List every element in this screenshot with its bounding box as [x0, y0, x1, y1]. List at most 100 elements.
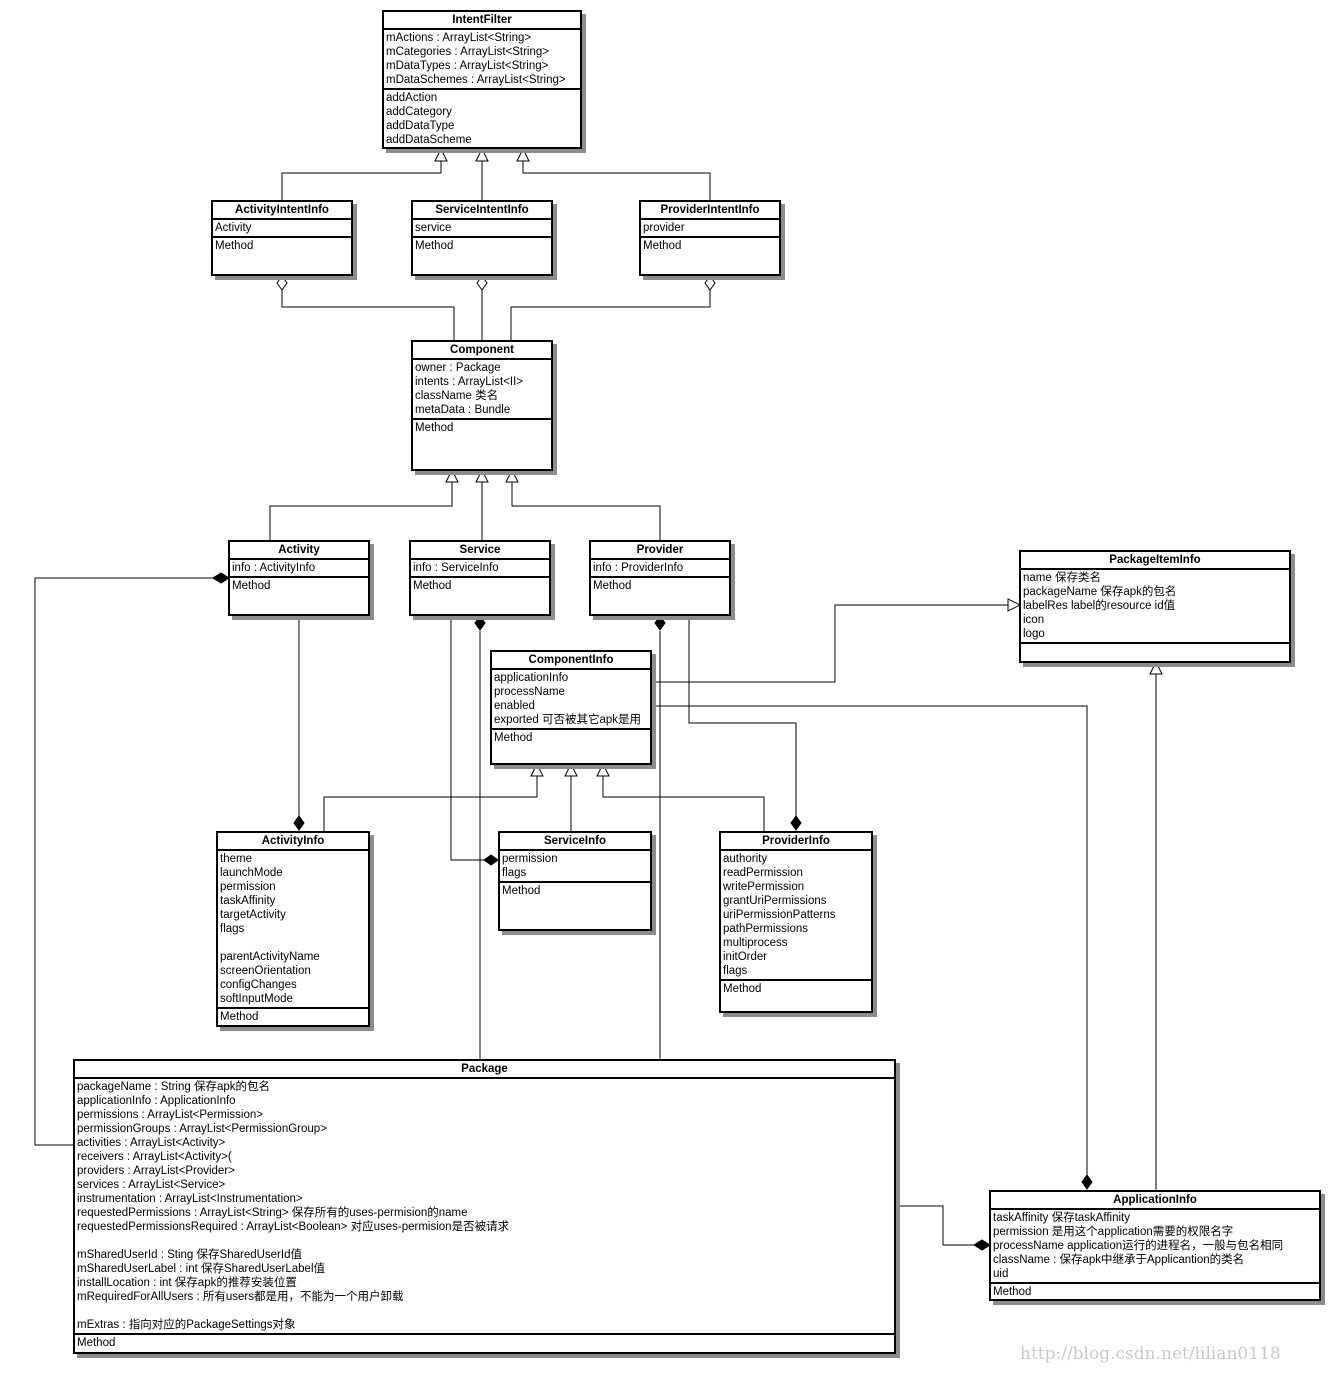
class-provider[interactable]: Provider info : ProviderInfo Method: [589, 540, 731, 616]
line-activityintentinfo-aggregation: [281, 290, 455, 341]
method: Method: [413, 580, 452, 592]
attributes: info : ActivityInfo: [230, 560, 368, 578]
generalization-arrow: [475, 147, 489, 162]
class-component[interactable]: Component owner : Package intents : Arra…: [411, 340, 553, 471]
attribute: targetActivity: [220, 909, 286, 921]
class-packageiteminfo[interactable]: PackageItemInfo name 保存类名 packageName 保存…: [1019, 550, 1291, 663]
line-activity-to-component: [269, 482, 453, 541]
class-name: Component: [413, 342, 551, 360]
method: Method: [723, 983, 762, 995]
attribute: owner : Package: [415, 362, 501, 374]
attribute: mDataSchemes : ArrayList<String>: [386, 74, 566, 86]
class-name: ComponentInfo: [492, 652, 650, 670]
attribute: screenOrientation: [220, 965, 311, 977]
attribute: requestedPermissions : ArrayList<String>…: [77, 1207, 468, 1219]
methods: Method: [413, 420, 551, 436]
class-name: ActivityIntentInfo: [213, 202, 351, 220]
method: Method: [643, 240, 682, 252]
line-providerintentinfo-to-intentfilter: [522, 160, 711, 201]
methods: Method: [75, 1335, 894, 1351]
attribute: authority: [723, 853, 768, 865]
method: addDataScheme: [386, 134, 472, 146]
line-activityinfo-to-componentinfo: [323, 776, 538, 832]
class-providerinfo[interactable]: ProviderInfo authority readPermission wr…: [719, 831, 873, 1013]
attributes: Activity: [213, 220, 351, 238]
attribute: permission: [220, 881, 276, 893]
attribute: initOrder: [723, 951, 768, 963]
generalization-arrow: [434, 147, 448, 162]
method: Method: [415, 422, 454, 434]
attribute: labelRes label的resource id值: [1023, 600, 1176, 612]
attributes: provider: [641, 220, 779, 238]
class-applicationinfo[interactable]: ApplicationInfo taskAffinity 保存taskAffin…: [989, 1190, 1321, 1301]
attribute: multiprocess: [723, 937, 788, 949]
attribute: instrumentation : ArrayList<Instrumentat…: [77, 1193, 303, 1205]
attribute: permission 是用这个application需要的权限名字: [993, 1226, 1234, 1238]
class-package[interactable]: Package packageName : String 保存apk的包名 ap…: [73, 1059, 896, 1354]
attribute: info : ActivityInfo: [232, 562, 316, 574]
attributes: info : ServiceInfo: [411, 560, 549, 578]
class-activityinfo[interactable]: ActivityInfo theme launchMode permission…: [216, 831, 370, 1027]
methods: Method: [218, 1009, 368, 1025]
class-intentfilter[interactable]: IntentFilter mActions : ArrayList<String…: [382, 10, 582, 149]
attribute: exported 可否被其它apk是用: [494, 714, 641, 726]
class-name: Package: [75, 1061, 894, 1079]
attribute: className 类名: [415, 390, 499, 402]
composition-diamond: [474, 615, 486, 631]
attribute: Activity: [215, 222, 252, 234]
attribute: grantUriPermissions: [723, 895, 827, 907]
attribute: taskAffinity 保存taskAffinity: [993, 1212, 1130, 1224]
attributes: theme launchMode permission taskAffinity…: [218, 851, 368, 1009]
method: Method: [502, 885, 541, 897]
line-activityintentinfo-to-intentfilter: [281, 160, 442, 201]
attributes: mActions : ArrayList<String> mCategories…: [384, 30, 580, 90]
class-activityintentinfo[interactable]: ActivityIntentInfo Activity Method: [211, 200, 353, 276]
attribute: softInputMode: [220, 993, 293, 1005]
attribute: intents : ArrayList<II>: [415, 376, 524, 388]
methods: Method: [413, 238, 551, 254]
composition-diamond: [293, 815, 305, 831]
methods: Method: [991, 1284, 1319, 1300]
attribute: mSharedUserId : Sting 保存SharedUserId值: [77, 1249, 302, 1261]
attribute: providers : ArrayList<Provider>: [77, 1165, 235, 1177]
class-componentinfo[interactable]: ComponentInfo applicationInfo processNam…: [490, 650, 652, 765]
line-provider-to-component: [511, 482, 661, 541]
attribute: receivers : ArrayList<Activity>(: [77, 1151, 232, 1163]
attributes: name 保存类名 packageName 保存apk的包名 labelRes …: [1021, 570, 1289, 644]
attribute: pathPermissions: [723, 923, 809, 935]
class-name: ApplicationInfo: [991, 1192, 1319, 1210]
attribute: icon: [1023, 614, 1045, 626]
line-service-to-serviceinfo: [450, 615, 484, 861]
attribute: configChanges: [220, 979, 297, 991]
generalization-arrow: [530, 762, 544, 777]
class-service[interactable]: Service info : ServiceInfo Method: [409, 540, 551, 616]
aggregation-diamond: [704, 275, 716, 291]
aggregation-diamond: [476, 275, 488, 291]
attribute: permission: [502, 853, 558, 865]
attributes: applicationInfo processName enabled expo…: [492, 670, 650, 730]
attribute: requestedPermissionsRequired : ArrayList…: [77, 1221, 510, 1233]
class-activity[interactable]: Activity info : ActivityInfo Method: [228, 540, 370, 616]
methods: [1021, 644, 1289, 646]
attributes: permission flags: [500, 851, 650, 883]
attribute: mActions : ArrayList<String>: [386, 32, 532, 44]
method: Method: [494, 732, 533, 744]
generalization-arrow: [475, 468, 489, 483]
class-name: ProviderInfo: [721, 833, 871, 851]
method: Method: [593, 580, 632, 592]
class-serviceinfo[interactable]: ServiceInfo permission flags Method: [498, 831, 652, 931]
attribute: provider: [643, 222, 685, 234]
class-providerintentinfo[interactable]: ProviderIntentInfo provider Method: [639, 200, 781, 276]
attribute: packageName : String 保存apk的包名: [77, 1081, 271, 1093]
line-provider-to-providerinfo: [688, 615, 797, 816]
methods: Method: [591, 578, 729, 594]
attribute: mCategories : ArrayList<String>: [386, 46, 549, 58]
watermark: http://blog.csdn.net/lilian0118: [1020, 1344, 1281, 1364]
generalization-arrow: [445, 468, 459, 483]
generalization-arrow: [564, 762, 578, 777]
class-name: ServiceInfo: [500, 833, 650, 851]
methods: Method: [213, 238, 351, 254]
generalization-arrow: [1149, 660, 1163, 675]
attribute: info : ProviderInfo: [593, 562, 684, 574]
class-serviceintentinfo[interactable]: ServiceIntentInfo service Method: [411, 200, 553, 276]
